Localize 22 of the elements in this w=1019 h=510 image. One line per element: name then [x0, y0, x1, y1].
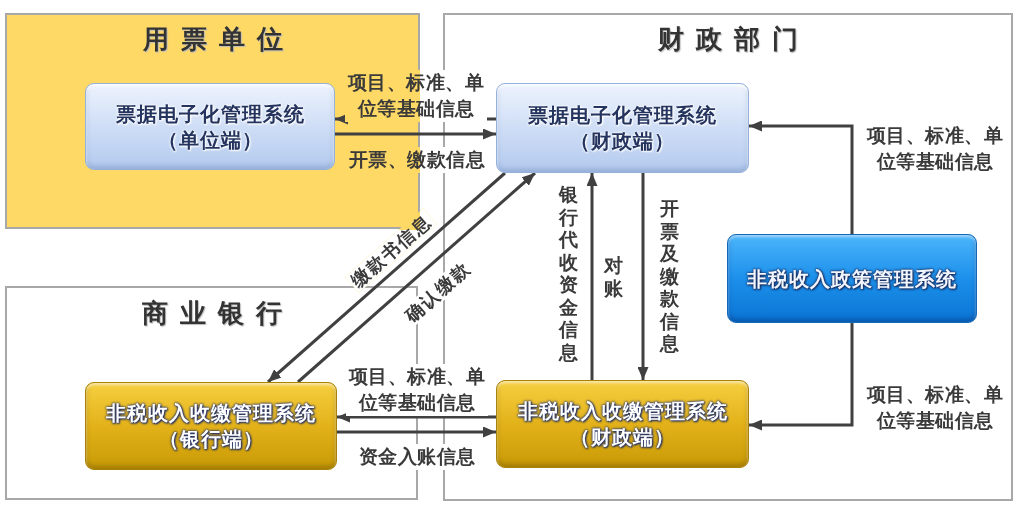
- region-title: 财政部门: [657, 24, 810, 54]
- edge-label: 开票及缴款信息: [658, 197, 680, 355]
- arrow: [335, 128, 496, 140]
- note-label: 对账: [602, 254, 624, 299]
- arrow: [267, 171, 506, 384]
- system-box: 票据电子化管理系统（单位端）: [85, 83, 335, 170]
- region-title: 商业银行: [140, 298, 294, 328]
- edge-label: 项目、标准、单位等基础信息: [346, 364, 488, 416]
- arrow: [749, 120, 854, 234]
- arrow: [297, 171, 536, 384]
- arrow: [337, 426, 496, 438]
- arrow: [337, 411, 496, 423]
- edge-label: 银行代收资金信息: [557, 183, 579, 363]
- system-box: 非税收入政策管理系统: [727, 234, 977, 323]
- system-box: 非税收入收缴管理系统（银行端）: [85, 382, 337, 470]
- system-box: 非税收入收缴管理系统（财政端）: [496, 380, 749, 468]
- arrow: [335, 113, 496, 125]
- system-box: 票据电子化管理系统（财政端）: [496, 83, 749, 173]
- region-title: 用票单位: [141, 24, 295, 54]
- arrow: [637, 173, 649, 380]
- arrow: [749, 323, 854, 431]
- arrow: [586, 173, 598, 380]
